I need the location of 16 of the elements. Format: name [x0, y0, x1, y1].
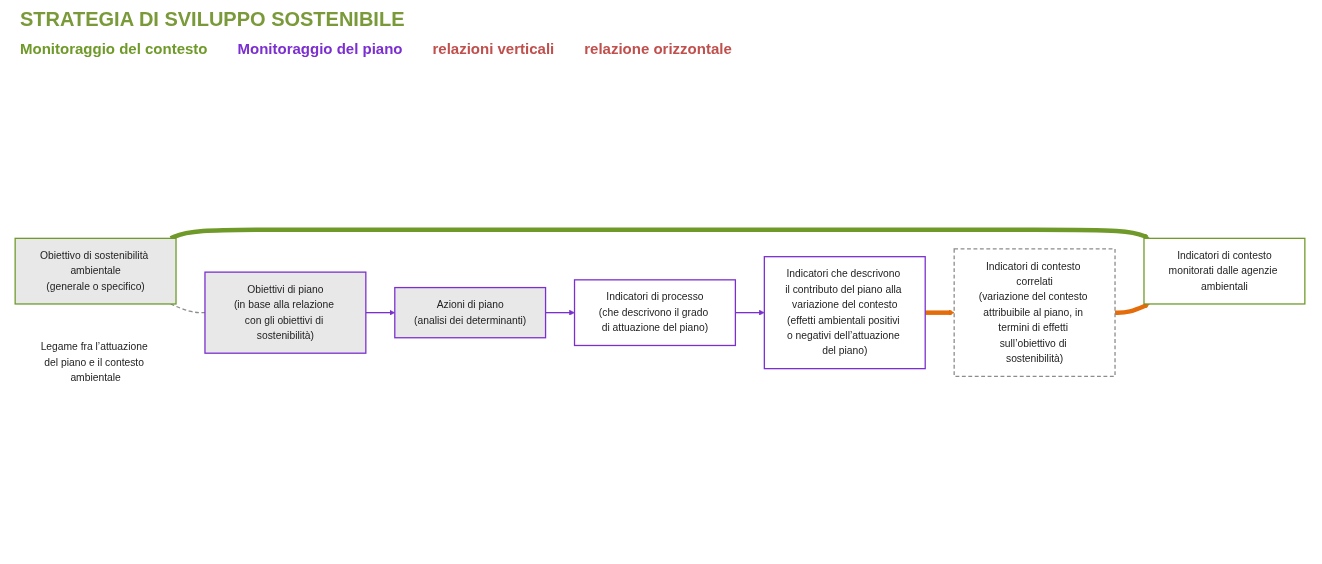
axis-note: relazioni verticali: [432, 40, 555, 57]
arrow: [169, 227, 1150, 241]
node-box: Obiettivo di sostenibilità ambientale (generale o specifico): [14, 237, 177, 305]
diagram-title: STRATEGIA DI SVILUPPO SOSTENIBILE: [20, 8, 405, 31]
section-heading: Monitoraggio del contesto: [20, 40, 208, 57]
section-heading: Monitoraggio del piano: [237, 40, 403, 57]
axis-note: relazione orizzontale: [584, 40, 732, 57]
node-box: Indicatori di processo (che descrivono il grado di attuazione del piano): [573, 279, 737, 347]
arrow: [1115, 302, 1150, 315]
node-box: Indicatori di contesto monitorati dalle agenzie ambientali: [1143, 237, 1306, 305]
node-text: Legame fra l’attuazione del piano e il contesto ambientale: [40, 341, 148, 384]
node-box: Indicatori di contesto correlati (variazione del contesto attribuibile al piano, in termini di effetti sull’obiettivo di sostenibilità): [953, 248, 1116, 377]
node-box: Indicatori che descrivono il contributo del piano alla variazione del contesto (effetti ambientali positivi o negativi dell’attuazione del piano): [763, 256, 926, 370]
node-box: Azioni di piano (analisi dei determinanti): [394, 286, 547, 339]
node-box: Obiettivi di piano (in base alla relazione con gli obiettivi di sostenibilità): [204, 271, 367, 354]
arrow: [925, 309, 955, 316]
